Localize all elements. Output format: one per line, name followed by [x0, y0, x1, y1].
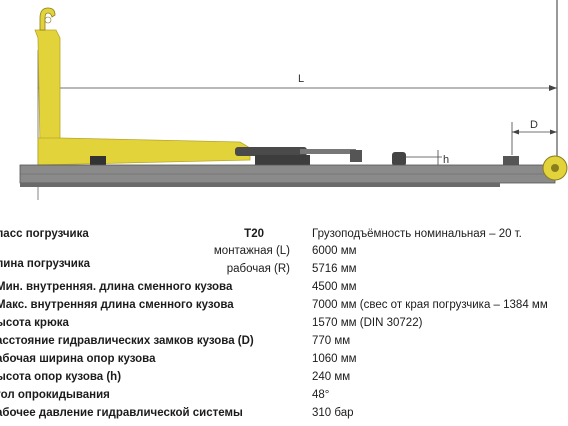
spec-value: 1570 мм (DIN 30722)	[312, 317, 423, 329]
hook-arm	[34, 29, 61, 146]
spec-param: абочее давление гидравлической системы	[0, 407, 243, 419]
spec-row-hook-height: ысота крюка 1570 мм (DIN 30722)	[0, 314, 568, 332]
spec-param: Макс. внутренняя длина сменного кузова	[0, 299, 234, 311]
hook-distance-label: D	[530, 119, 538, 131]
spec-value: Грузоподъёмность номинальная – 20 т.	[312, 228, 522, 240]
hook-distance-arrowhead-right	[550, 129, 557, 135]
spec-row-max-length: Макс. внутренняя длина сменного кузова 7…	[0, 296, 568, 314]
spec-row-min-length: Мин. внутренняя. длина сменного кузова 4…	[0, 278, 568, 296]
arrowhead-right	[549, 85, 557, 91]
spec-param: ысота крюка	[0, 317, 69, 329]
spec-param: гол опрокидывания	[0, 389, 110, 401]
spec-value: 6000 мм	[312, 245, 357, 257]
model-label: T20	[244, 228, 264, 240]
specs-table: ласс погрузчика T20 Грузоподъёмность ном…	[0, 222, 568, 426]
hydraulic-rod	[300, 149, 356, 154]
spec-param: лина погрузчика	[0, 258, 90, 270]
support-pad	[392, 152, 406, 166]
spec-sub: рабочая (R)	[226, 263, 290, 275]
rear-roller-hub	[551, 164, 559, 172]
spec-param: ласс погрузчика	[0, 228, 89, 240]
spec-row-header: ласс погрузчика T20 Грузоподъёмность ном…	[0, 225, 568, 243]
spec-value: 1060 мм	[312, 353, 357, 365]
lock-block-left	[90, 156, 106, 166]
spec-param: абочая ширина опор кузова	[0, 353, 156, 365]
spec-row-working-length: рабочая (R) 5716 мм	[0, 260, 568, 278]
hooklift-diagram: L D h	[19, 0, 568, 200]
hydraulic-cylinder	[235, 147, 307, 156]
spec-value: 7000 мм (свес от края погрузчика – 1384 …	[312, 299, 548, 311]
spec-row-lock-distance: асстояние гидравлических замков кузова (…	[0, 332, 568, 350]
spec-value: 5716 мм	[312, 263, 357, 275]
spec-sub: монтажная (L)	[213, 245, 290, 257]
spec-value: 4500 мм	[312, 281, 357, 293]
spec-param: Мин. внутренняя. длина сменного кузова	[0, 281, 233, 293]
tilting-frame	[37, 137, 251, 166]
height-label: h	[443, 154, 449, 166]
spec-row-support-height: ысота опор кузова (h) 240 мм	[0, 368, 568, 386]
hook-tip	[39, 7, 56, 31]
hook-eye	[44, 16, 52, 24]
spec-value: 310 бар	[312, 407, 354, 419]
rear-lock	[503, 156, 519, 166]
lock-block-mid	[350, 150, 362, 162]
chassis-rail	[20, 183, 500, 187]
spec-row-pressure: абочее давление гидравлической системы 3…	[0, 404, 568, 422]
hook-distance-arrowhead-left	[512, 129, 519, 135]
spec-param: асстояние гидравлических замков кузова (…	[0, 335, 254, 347]
spec-row-length: лина погрузчика монтажная (L) 6000 мм	[0, 245, 568, 270]
spec-value: 240 мм	[312, 371, 351, 383]
spec-value: 48°	[312, 389, 330, 401]
spec-value: 770 мм	[312, 335, 351, 347]
spec-row-tilt-angle: гол опрокидывания 48°	[0, 386, 568, 404]
length-label: L	[298, 73, 304, 85]
spec-row-support-width: абочая ширина опор кузова 1060 мм	[0, 350, 568, 368]
spec-param: ысота опор кузова (h)	[0, 371, 122, 383]
